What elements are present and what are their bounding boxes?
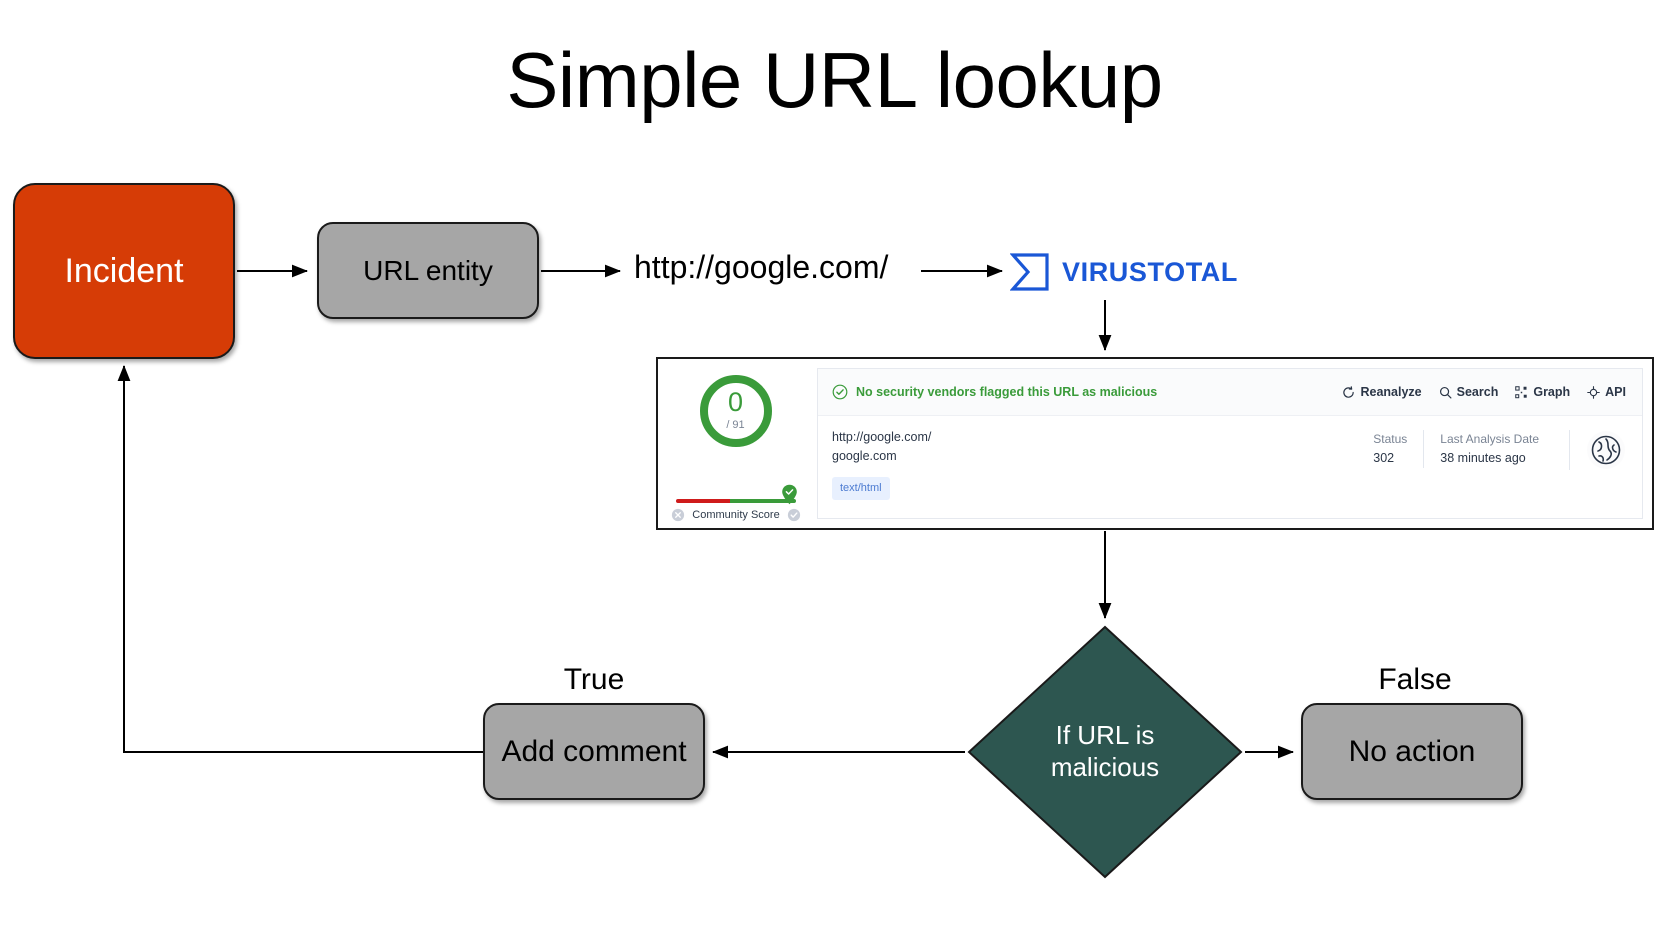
api-label: API <box>1605 385 1626 399</box>
verdict-banner: No security vendors flagged this URL as … <box>832 384 1157 400</box>
globe-network-icon <box>1587 431 1625 469</box>
community-score-label: Community Score <box>692 509 780 521</box>
donut-ring <box>699 375 772 447</box>
flow-node-add-comment[interactable]: Add comment <box>483 703 705 800</box>
graph-button[interactable]: Graph <box>1515 385 1570 399</box>
meta-status-label: Status <box>1373 432 1408 446</box>
flow-url-value: http://google.com/ <box>634 249 889 285</box>
api-icon <box>1587 385 1600 399</box>
flow-node-incident-label: Incident <box>64 251 184 290</box>
branch-label-false: False <box>1378 663 1452 696</box>
meta-last-analysis: Last Analysis Date 38 minutes ago <box>1423 430 1555 468</box>
search-button[interactable]: Search <box>1439 385 1499 399</box>
community-bar-negative <box>676 499 730 503</box>
analyzed-url-secondary: google.com <box>832 449 897 464</box>
community-score-bar <box>676 484 797 505</box>
flow-node-incident[interactable]: Incident <box>13 183 235 359</box>
reanalyze-button[interactable]: Reanalyze <box>1342 385 1422 399</box>
detection-score-donut: 0 / 91 <box>696 371 776 451</box>
meta-status-value: 302 <box>1373 451 1395 465</box>
search-icon <box>1439 386 1452 398</box>
virustotal-detail-card: No security vendors flagged this URL as … <box>817 368 1643 519</box>
detection-total: / 91 <box>726 419 745 431</box>
flow-node-add-comment-label: Add comment <box>501 734 687 768</box>
donut-center: 0 / 91 <box>696 371 776 451</box>
diamond-shape <box>967 625 1243 879</box>
graph-label: Graph <box>1533 385 1571 399</box>
api-button[interactable]: API <box>1587 385 1626 399</box>
check-circle-icon <box>787 508 800 522</box>
meta-last-analysis-value: 38 minutes ago <box>1440 451 1526 465</box>
content-type-tag: text/html <box>832 476 890 500</box>
virustotal-card-body: http://google.com/ google.com text/html … <box>818 416 1642 518</box>
flow-node-no-action-label: No action <box>1348 734 1476 768</box>
virustotal-result-panel: 0 / 91 Comm <box>656 357 1654 530</box>
community-bar-positive <box>730 499 796 503</box>
detection-count: 0 <box>727 387 744 417</box>
verdict-check-circle-icon <box>832 384 848 400</box>
meta-last-analysis-label: Last Analysis Date <box>1440 432 1539 446</box>
reanalyze-label: Reanalyze <box>1360 385 1422 399</box>
virustotal-logo: VIRUSTOTAL <box>1010 252 1238 292</box>
globe-network-button[interactable] <box>1569 430 1626 470</box>
flow-node-url-entity-label: URL entity <box>363 254 493 286</box>
flow-node-no-action[interactable]: No action <box>1301 703 1523 800</box>
virustotal-sigma-icon <box>1010 253 1049 291</box>
analyzed-url-block: http://google.com/ google.com text/html <box>832 428 931 500</box>
search-label: Search <box>1456 385 1499 399</box>
virustotal-card-header: No security vendors flagged this URL as … <box>818 369 1642 416</box>
page-title: Simple URL lookup <box>506 36 1163 124</box>
verdict-text: No security vendors flagged this URL as … <box>856 385 1158 399</box>
flow-node-decision[interactable]: If URL is malicious <box>966 624 1244 880</box>
community-score-row: Community Score <box>669 508 803 522</box>
x-circle-icon <box>672 508 685 522</box>
branch-label-true: True <box>563 663 625 696</box>
community-score-pin-icon <box>782 484 797 505</box>
virustotal-logo-text: VIRUSTOTAL <box>1062 256 1239 287</box>
refresh-icon <box>1343 385 1355 398</box>
virustotal-score-column: 0 / 91 Comm <box>658 359 813 528</box>
analyzed-url-primary: http://google.com/ <box>832 430 932 444</box>
meta-status: Status 302 <box>1359 430 1423 468</box>
analysis-meta: Status 302 Last Analysis Date 38 minutes… <box>1359 428 1626 470</box>
flow-node-url-entity[interactable]: URL entity <box>317 222 539 319</box>
community-score: Community Score <box>669 484 803 522</box>
graph-icon <box>1515 385 1528 398</box>
virustotal-action-bar: Reanalyze Search <box>1342 385 1626 399</box>
